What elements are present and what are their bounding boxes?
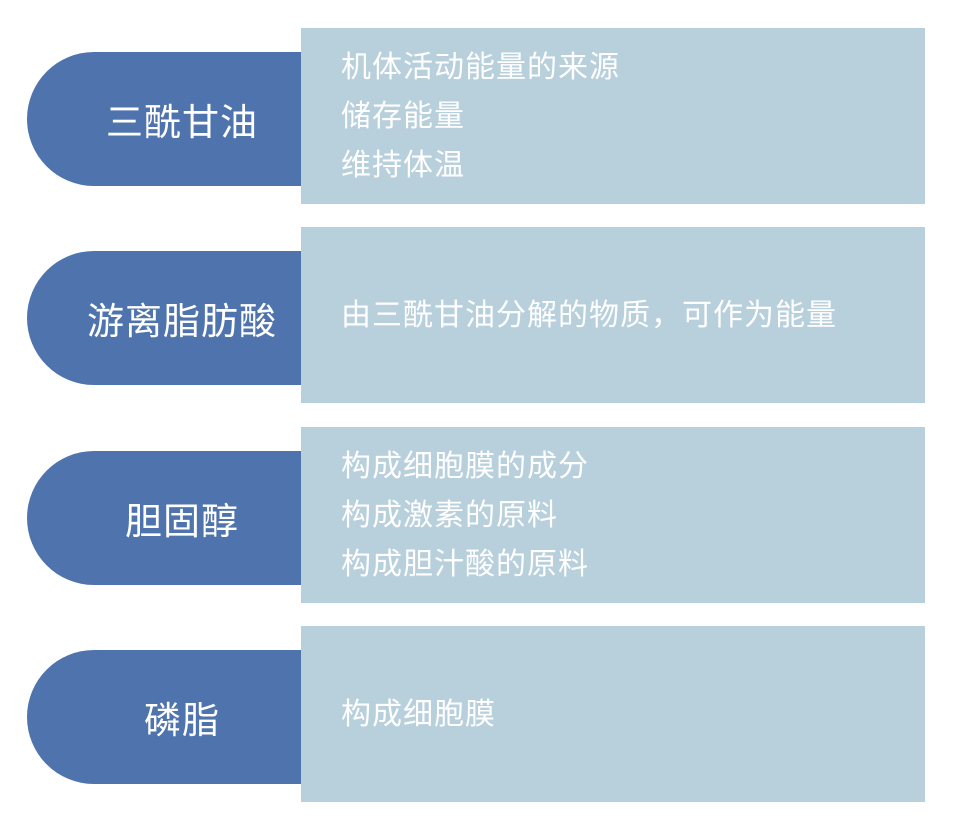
description-box: 机体活动能量的来源 储存能量 维持体温 — [301, 28, 925, 204]
label-text: 磷脂 — [144, 699, 220, 742]
description-line: 机体活动能量的来源 — [341, 49, 620, 85]
label-text: 三酰甘油 — [106, 101, 258, 144]
description-line: 构成细胞膜的成分 — [341, 448, 589, 484]
description-line: 维持体温 — [341, 147, 465, 183]
label-text: 游离脂肪酸 — [87, 300, 277, 343]
description-line: 由三酰甘油分解的物质，可作为能量 — [341, 297, 837, 333]
description-line: 构成激素的原料 — [341, 497, 558, 533]
row-phospholipid: 磷脂 构成细胞膜 — [0, 626, 962, 802]
description-box: 由三酰甘油分解的物质，可作为能量 — [301, 227, 925, 403]
description-box: 构成细胞膜的成分 构成激素的原料 构成胆汁酸的原料 — [301, 427, 925, 603]
description-line: 储存能量 — [341, 98, 465, 134]
row-free-fatty-acid: 游离脂肪酸 由三酰甘油分解的物质，可作为能量 — [0, 227, 962, 403]
label-text: 胆固醇 — [125, 500, 239, 543]
description-line: 构成胆汁酸的原料 — [341, 546, 589, 582]
row-triglyceride: 三酰甘油 机体活动能量的来源 储存能量 维持体温 — [0, 28, 962, 204]
description-box: 构成细胞膜 — [301, 626, 925, 802]
description-line: 构成细胞膜 — [341, 696, 496, 732]
row-cholesterol: 胆固醇 构成细胞膜的成分 构成激素的原料 构成胆汁酸的原料 — [0, 427, 962, 603]
